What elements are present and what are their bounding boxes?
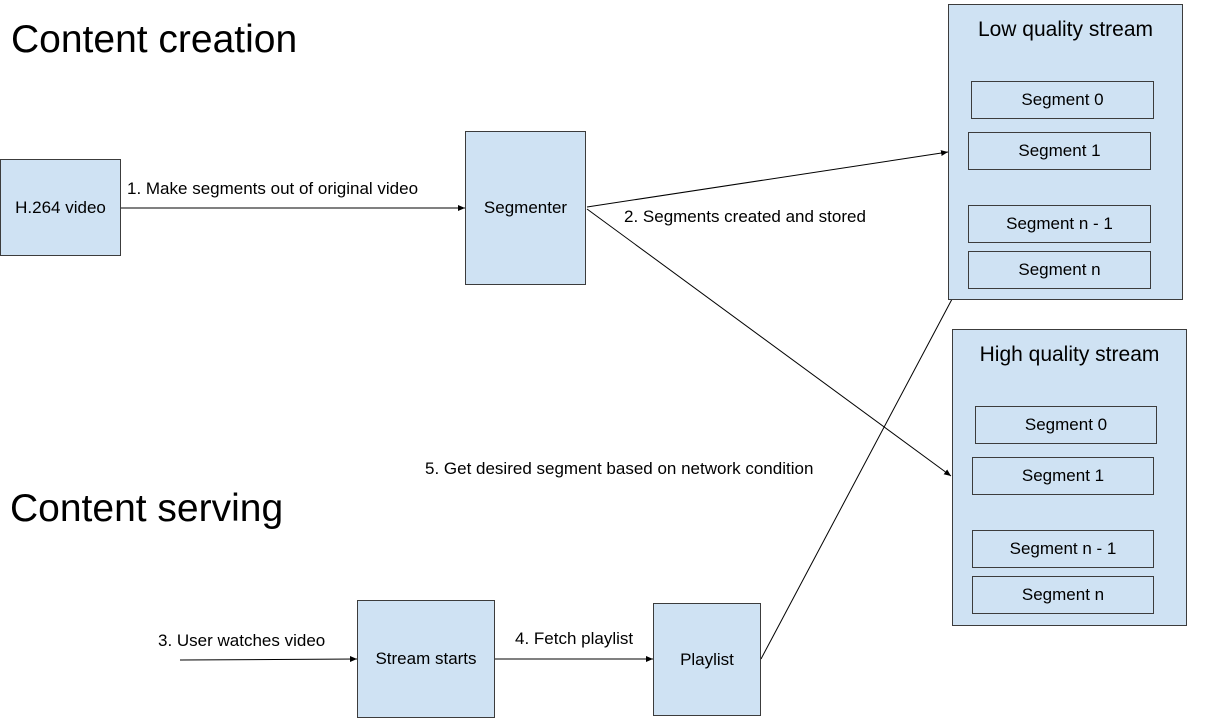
high-segment-n-minus-1: Segment n - 1 — [972, 530, 1154, 568]
h264-video-node: H.264 video — [0, 159, 121, 256]
high-quality-stream-title: High quality stream — [979, 343, 1160, 366]
high-quality-stream-group: High quality stream Segment 0 Segment 1 … — [952, 329, 1187, 626]
step3-label: 3. User watches video — [158, 631, 326, 650]
segmenter-node: Segmenter — [465, 131, 586, 285]
high-segment-n: Segment n — [972, 576, 1154, 614]
low-segment-1: Segment 1 — [968, 132, 1151, 170]
low-quality-stream-title: Low quality stream — [977, 18, 1154, 41]
step5-label: 5. Get desired segment based on network … — [425, 459, 814, 478]
step4-label: 4. Fetch playlist — [515, 629, 634, 648]
low-segment-n-minus-1: Segment n - 1 — [968, 205, 1151, 243]
high-segment-1: Segment 1 — [972, 457, 1154, 495]
content-creation-heading: Content creation — [11, 18, 298, 61]
high-segment-0: Segment 0 — [975, 406, 1157, 444]
low-segment-n: Segment n — [968, 251, 1151, 289]
step2-label: 2. Segments created and stored — [624, 207, 866, 226]
step1-label: 1. Make segments out of original video — [127, 179, 419, 198]
arrow-segmenter-to-low-stream — [586, 150, 949, 208]
low-quality-stream-group: Low quality stream Segment 0 Segment 1 S… — [948, 4, 1183, 300]
arrow-segmenter-to-high-stream — [586, 208, 952, 477]
content-serving-heading: Content serving — [10, 487, 284, 530]
playlist-node: Playlist — [653, 603, 761, 716]
low-segment-0: Segment 0 — [971, 81, 1154, 119]
arrow-user-to-stream-starts — [179, 656, 358, 663]
stream-starts-node: Stream starts — [357, 600, 495, 718]
arrow-playlist-to-segment-n — [760, 268, 969, 660]
